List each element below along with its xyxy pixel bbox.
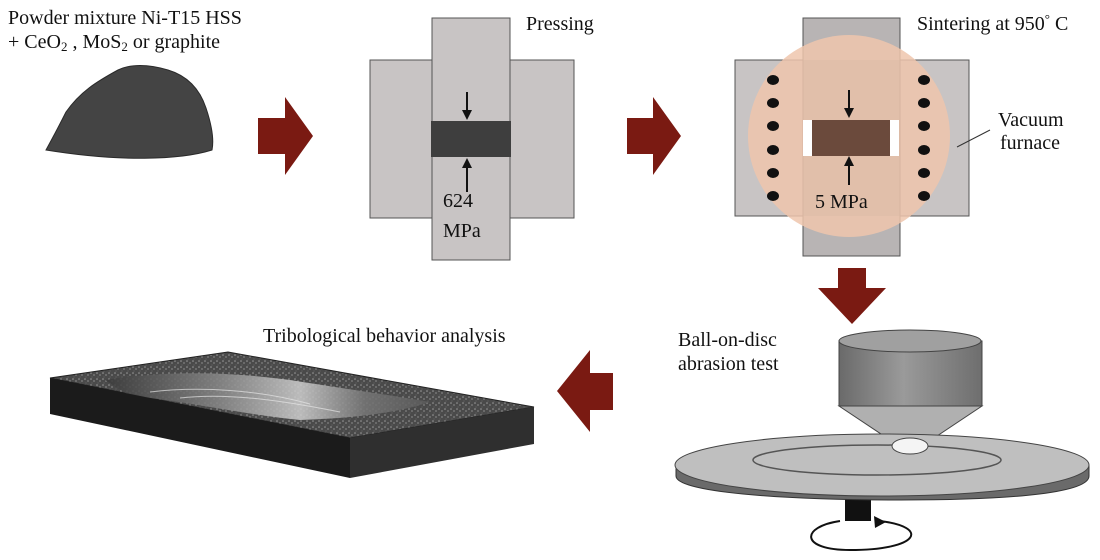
disc-top: [674, 433, 1090, 497]
pressing-die: [369, 17, 575, 261]
pressing-pressure-unit: MPa: [443, 220, 481, 242]
abrasion-label-line1: Ball-on-disc: [678, 329, 777, 351]
ball-on-disc-apparatus: [674, 329, 1090, 552]
furnace-label-line2: furnace: [1000, 132, 1060, 154]
powder-heap: [45, 65, 214, 159]
arrow-left: [557, 350, 613, 432]
worn-specimen-3d: [49, 351, 535, 478]
wear-track: [752, 444, 1002, 476]
furnace-callout-line: [956, 129, 991, 148]
arrow-right-2: [627, 97, 681, 175]
abrasion-label: Ball-on-disc abrasion test: [678, 328, 779, 376]
ball: [891, 437, 929, 455]
sintered-compact: [812, 120, 890, 156]
furnace-label-line1: Vacuum: [998, 109, 1064, 131]
abrasion-label-line2: abrasion test: [678, 353, 779, 375]
rotation-arrow: [810, 520, 913, 552]
green-compact: [431, 121, 511, 157]
pressing-title: Pressing: [526, 13, 594, 35]
pressing-pressure-value: 624: [443, 190, 473, 212]
sintering-title: Sintering at 950° C: [917, 11, 1069, 35]
arrow-right-1: [258, 97, 313, 175]
powder-label-line2: + CeO2 , MoS2 or graphite: [8, 31, 221, 54]
analysis-title: Tribological behavior analysis: [263, 325, 506, 347]
arrow-down: [818, 268, 886, 324]
sintering-pressure: 5 MPa: [815, 191, 868, 213]
heating-elements-right: [918, 75, 930, 201]
powder-label-line1: Powder mixture Ni-T15 HSS: [8, 7, 242, 29]
heating-elements-left: [767, 75, 779, 201]
powder-label: Powder mixture Ni-T15 HSS + CeO2 , MoS2 …: [8, 6, 242, 54]
vacuum-furnace: [734, 17, 991, 257]
